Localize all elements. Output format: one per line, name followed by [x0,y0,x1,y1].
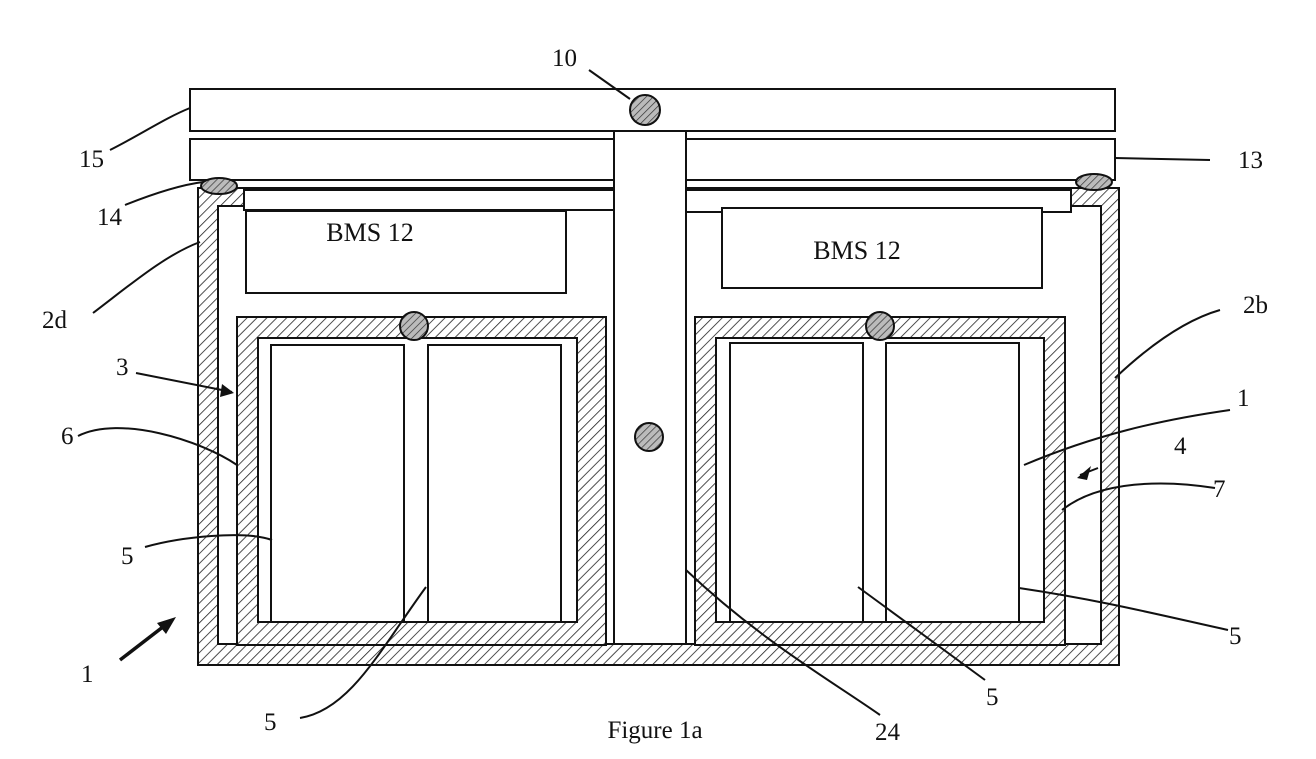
numeral-13: 13 [1238,147,1263,174]
bms-label-right: BMS 12 [813,236,900,265]
connector-left-module [400,312,428,340]
numeral-4: 4 [1174,433,1187,460]
numeral-5-left: 5 [121,543,134,570]
numeral-10: 10 [552,45,577,72]
numeral-1-right: 1 [1237,385,1250,412]
connector-center [635,423,663,451]
arrow-1 [120,617,176,660]
cell-module-left [237,317,606,645]
numeral-14: 14 [97,204,123,231]
numeral-1-arrow: 1 [81,661,94,688]
battery-cell-right-a [730,343,863,622]
central-column-24 [614,131,686,644]
bms-label-left: BMS 12 [326,218,413,247]
battery-cell-left-b [428,345,561,622]
numeral-5-bottom-mid: 5 [986,684,999,711]
numeral-2b: 2b [1243,292,1268,319]
connector-right-module [866,312,894,340]
connector-10 [630,95,660,125]
numeral-6: 6 [61,423,74,450]
cell-module-right [695,317,1065,645]
seal-14-right [1076,174,1112,190]
numeral-3: 3 [116,354,129,381]
figure-caption: Figure 1a [607,717,702,744]
numeral-15: 15 [79,146,104,173]
battery-cell-left-a [271,345,404,622]
numeral-2d: 2d [42,307,68,334]
upper-strip-left [244,190,614,210]
numeral-7: 7 [1213,476,1226,503]
numeral-24: 24 [875,719,901,746]
battery-cell-right-b [886,343,1019,622]
numeral-5-bottom-left: 5 [264,709,277,736]
numeral-5-right: 5 [1229,623,1242,650]
seal-14-left [201,178,237,194]
